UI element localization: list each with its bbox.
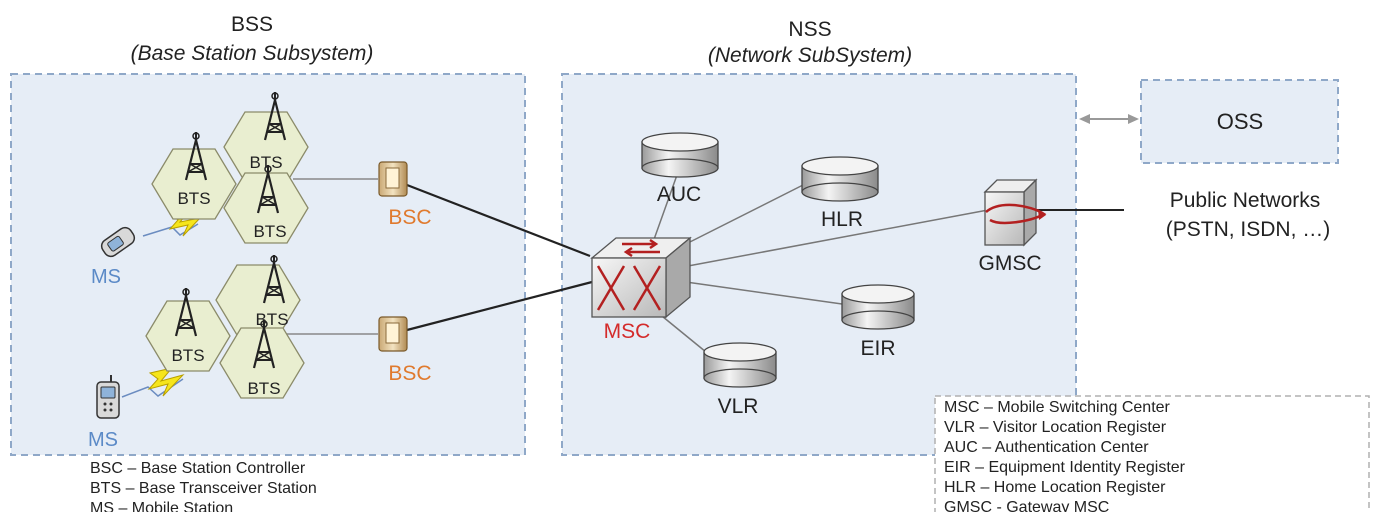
ms-label: MS xyxy=(91,266,121,288)
bts-label: BTS xyxy=(177,189,210,208)
vlr-node: VLR xyxy=(703,342,777,418)
bts-cluster-upper: BTS BTS BTS xyxy=(151,90,309,244)
ms-label: MS xyxy=(88,429,118,451)
hlr-node: HLR xyxy=(801,156,879,231)
vlr-label: VLR xyxy=(718,395,759,418)
nss-title: NSS xyxy=(788,18,831,41)
bts-label: BTS xyxy=(247,379,280,398)
msc-label: MSC xyxy=(604,320,651,343)
legend-item: MSC – Mobile Switching Center xyxy=(944,399,1171,416)
gateway-switch-icon xyxy=(983,178,1047,247)
bsc-label: BSC xyxy=(388,362,431,385)
bss-subtitle: (Base Station Subsystem) xyxy=(131,42,374,65)
database-icon xyxy=(801,156,879,202)
ms-lower: MS xyxy=(88,375,120,451)
database-icon xyxy=(703,342,777,388)
legend-item: BSC – Base Station Controller xyxy=(90,460,306,477)
legend-item: BTS – Base Transceiver Station xyxy=(90,480,317,497)
legend-item: EIR – Equipment Identity Register xyxy=(944,459,1186,476)
database-icon xyxy=(641,132,719,178)
bts-cluster-lower: BTS BTS BTS xyxy=(145,253,305,399)
auc-node: AUC xyxy=(641,132,719,206)
connection-lines xyxy=(121,174,1124,398)
gmsc-node: GMSC xyxy=(979,178,1047,275)
oss-region xyxy=(1140,79,1339,164)
legend-right: MSC – Mobile Switching Center VLR – Visi… xyxy=(934,395,1370,512)
switch-icon xyxy=(590,236,692,319)
legend-item: GMSC - Gateway MSC xyxy=(944,499,1109,512)
mobile-phone-icon xyxy=(96,375,120,419)
bts-label: BTS xyxy=(253,222,286,241)
gmsc-label: GMSC xyxy=(979,252,1042,275)
database-icon xyxy=(841,284,915,330)
bts-label: BTS xyxy=(249,153,282,172)
legend-item: AUC – Authentication Center xyxy=(944,439,1149,456)
legend-item: HLR – Home Location Register xyxy=(944,479,1166,496)
eir-label: EIR xyxy=(860,337,895,360)
legend-item: MS – Mobile Station xyxy=(90,500,233,512)
bss-title: BSS xyxy=(231,13,273,36)
legend-item: VLR – Visitor Location Register xyxy=(944,419,1167,436)
eir-node: EIR xyxy=(841,284,915,360)
nss-subtitle: (Network SubSystem) xyxy=(708,44,912,67)
mobile-phone-icon xyxy=(100,226,136,258)
oss-label: OSS xyxy=(1217,109,1263,134)
bts-label: BTS xyxy=(171,346,204,365)
radio-link-icon xyxy=(147,367,185,397)
legend-box xyxy=(934,395,1370,512)
bsc-lower: BSC xyxy=(378,316,432,385)
public-networks-label: Public Networks xyxy=(1170,189,1321,212)
public-networks-examples: (PSTN, ISDN, …) xyxy=(1166,218,1331,241)
msc-node: MSC xyxy=(590,236,692,343)
bts-label: BTS xyxy=(255,310,288,329)
ms-upper: MS xyxy=(91,226,136,288)
legend-left: BSC – Base Station Controller BTS – Base… xyxy=(90,460,317,512)
bsc-label: BSC xyxy=(388,206,431,229)
hlr-label: HLR xyxy=(821,208,863,231)
bsc-upper: BSC xyxy=(378,161,432,229)
nss-oss-arrow xyxy=(1079,114,1139,124)
auc-label: AUC xyxy=(657,183,701,206)
